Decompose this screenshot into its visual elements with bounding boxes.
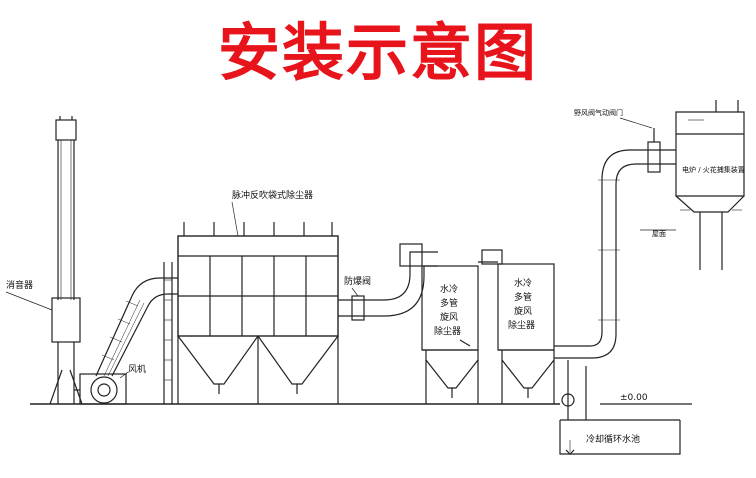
baghouse (164, 222, 338, 404)
cooling-pool-label: 冷却循环水池 (586, 433, 640, 445)
svg-text:多管: 多管 (514, 291, 532, 303)
svg-text:除尘器: 除尘器 (434, 325, 461, 337)
silencer-label: 消音器 (6, 279, 33, 291)
baghouse-label: 脉冲反吹袋式除尘器 (232, 189, 313, 201)
fan (74, 374, 126, 404)
explosion-valve-label: 防爆阀 (344, 275, 371, 287)
duct-furnace-to-cyclone (554, 128, 676, 358)
ground-level-label: ±0.00 (620, 393, 648, 403)
chimney (50, 116, 82, 404)
svg-text:水冷: 水冷 (440, 283, 458, 295)
fan-label: 风机 (128, 363, 146, 375)
cold-air-valve-label: 野风阀气动阀门 (574, 108, 623, 117)
duct-fan-to-baghouse (96, 278, 178, 376)
svg-text:水冷: 水冷 (514, 277, 532, 289)
svg-text:旋风: 旋风 (440, 311, 458, 323)
svg-text:多管: 多管 (440, 297, 458, 309)
silencer-label-group: 消音器 (6, 279, 52, 310)
cyclone-2 (460, 250, 554, 404)
svg-text:除尘器: 除尘器 (508, 319, 535, 331)
cyclone-1 (400, 244, 498, 404)
furnace-hood (676, 100, 744, 270)
floor-label: 屋面 (652, 230, 666, 238)
cyclone-2-label: 水冷 多管 旋风 除尘器 (508, 277, 535, 331)
cyclone-1-label: 水冷 多管 旋风 除尘器 (434, 283, 461, 337)
svg-text:旋风: 旋风 (514, 305, 532, 317)
furnace-label: 电炉 / 火花捕集装置 (682, 165, 745, 174)
